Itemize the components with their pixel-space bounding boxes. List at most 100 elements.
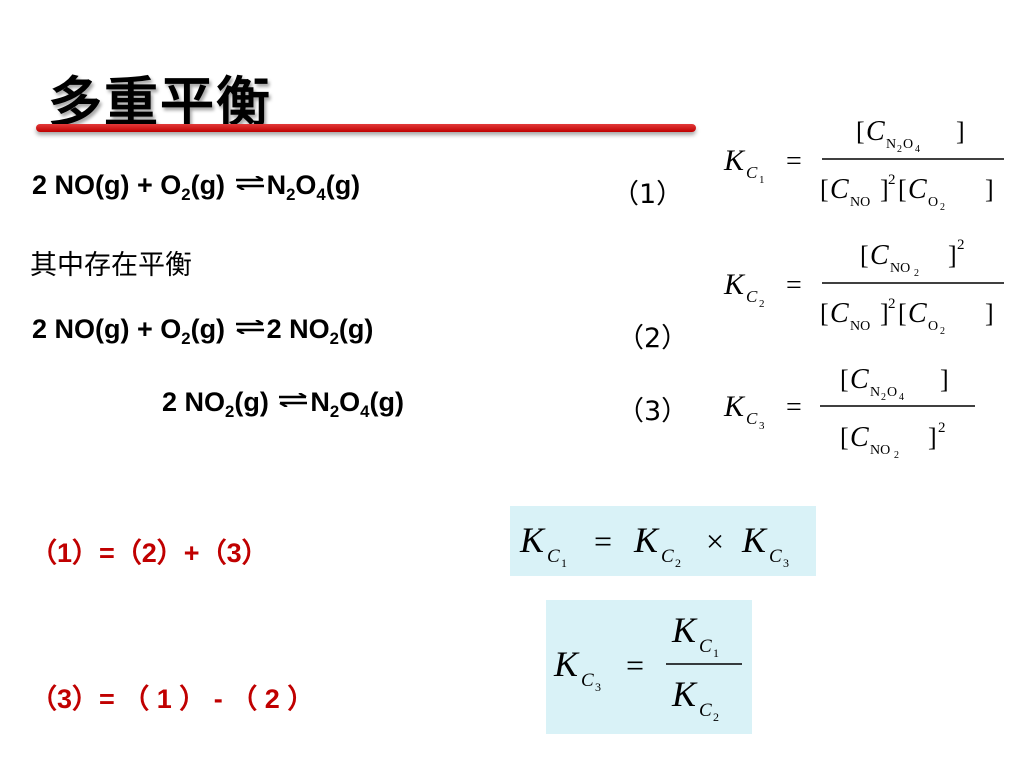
svg-text:C: C — [746, 287, 758, 306]
product-formula: K C 1 = K C 2 × K C 3 — [519, 520, 789, 570]
svg-text:]: ] — [985, 299, 994, 328]
svg-text:NO: NO — [850, 319, 870, 334]
svg-text:2: 2 — [914, 268, 919, 279]
svg-text:C: C — [850, 364, 869, 395]
svg-text:C: C — [908, 174, 927, 205]
svg-text:2: 2 — [888, 172, 896, 188]
svg-text:[: [ — [856, 117, 865, 146]
svg-text:4: 4 — [915, 144, 920, 155]
svg-text:]: ] — [956, 117, 965, 146]
svg-text:O: O — [928, 195, 938, 210]
svg-text:K: K — [723, 268, 746, 301]
svg-text:=: = — [786, 392, 802, 423]
svg-text:K: K — [671, 610, 698, 650]
svg-text:]: ] — [940, 365, 949, 394]
svg-text:2: 2 — [675, 556, 681, 570]
svg-text:C: C — [769, 546, 782, 567]
formula-kc1: K C 1 = [ C N 2 O 4 ] [ C NO ] 2 [ C O 2… — [723, 116, 1004, 213]
svg-text:]: ] — [985, 175, 994, 204]
relation-difference: （3）= （ 1 ） - （ 2 ） — [30, 684, 315, 714]
svg-text:C: C — [870, 240, 889, 271]
svg-text:]: ] — [948, 241, 957, 270]
svg-text:K: K — [723, 144, 746, 177]
svg-text:C: C — [699, 636, 712, 657]
formula-kc2: K C 2 = [ C NO 2 ] 2 [ C NO ] 2 [ C O 2 … — [723, 237, 1004, 337]
svg-text:C: C — [866, 116, 885, 147]
reaction-2: 2 NO(g) + O2(g) 2 NO2(g) — [32, 314, 374, 348]
svg-text:NO: NO — [870, 443, 890, 458]
equilibrium-arrow-icon — [235, 176, 265, 190]
equilibrium-arrow-icon — [235, 320, 265, 334]
svg-text:C: C — [830, 298, 849, 329]
svg-text:C: C — [850, 422, 869, 453]
svg-text:O: O — [887, 385, 897, 400]
quotient-formula-box: K C 3 = K C 1 K C 2 — [546, 600, 752, 734]
svg-text:K: K — [519, 520, 546, 560]
svg-text:[: [ — [840, 365, 849, 394]
svg-text:NO: NO — [890, 261, 910, 276]
svg-text:2: 2 — [940, 326, 945, 337]
svg-text:N: N — [886, 137, 896, 152]
svg-text:=: = — [786, 146, 802, 177]
svg-text:×: × — [706, 523, 724, 559]
product-formula-box: K C 1 = K C 2 × K C 3 — [510, 506, 816, 576]
svg-text:[: [ — [898, 175, 907, 204]
svg-text:NO: NO — [850, 195, 870, 210]
reaction-3-number: （3） — [617, 396, 689, 427]
svg-text:C: C — [908, 298, 927, 329]
svg-text:2: 2 — [938, 420, 946, 436]
svg-text:=: = — [626, 647, 644, 683]
svg-text:K: K — [671, 674, 698, 714]
svg-text:[: [ — [820, 299, 829, 328]
svg-text:K: K — [633, 520, 660, 560]
svg-text:C: C — [661, 546, 674, 567]
svg-text:C: C — [746, 163, 758, 182]
svg-text:=: = — [594, 523, 612, 559]
reaction-1-number: （1） — [612, 179, 684, 210]
svg-text:]: ] — [880, 299, 889, 328]
svg-text:]: ] — [928, 423, 937, 452]
svg-text:4: 4 — [899, 392, 904, 403]
relation-sum: （1）=（2）+（3） — [30, 538, 269, 568]
reaction-1: 2 NO(g) + O2(g) N2O4(g) — [32, 170, 361, 204]
svg-text:2: 2 — [894, 450, 899, 461]
svg-text:K: K — [553, 644, 580, 684]
reaction-3: 2 NO2(g) N2O4(g) — [162, 387, 404, 421]
svg-text:]: ] — [880, 175, 889, 204]
svg-text:K: K — [741, 520, 768, 560]
svg-text:2: 2 — [713, 710, 719, 724]
equilibrium-note: 其中存在平衡 — [30, 250, 192, 281]
svg-text:[: [ — [840, 423, 849, 452]
svg-text:=: = — [786, 270, 802, 301]
svg-text:3: 3 — [595, 680, 601, 694]
equilibrium-arrow-icon — [278, 393, 308, 407]
title-underline — [36, 124, 696, 132]
svg-text:O: O — [928, 319, 938, 334]
svg-text:K: K — [723, 390, 746, 423]
svg-text:1: 1 — [713, 646, 719, 660]
svg-text:[: [ — [820, 175, 829, 204]
reaction-2-number: （2） — [617, 323, 689, 354]
svg-text:3: 3 — [759, 420, 765, 432]
svg-text:2: 2 — [897, 144, 902, 155]
svg-text:1: 1 — [759, 174, 765, 186]
svg-text:O: O — [903, 137, 913, 152]
quotient-formula: K C 3 = K C 1 K C 2 — [553, 610, 742, 724]
svg-text:C: C — [830, 174, 849, 205]
svg-text:C: C — [581, 670, 594, 691]
page-title: 多重平衡 — [48, 71, 272, 134]
svg-text:[: [ — [898, 299, 907, 328]
svg-text:2: 2 — [888, 296, 896, 312]
formula-kc3: K C 3 = [ C N 2 O 4 ] [ C NO 2 ] 2 — [723, 364, 975, 461]
svg-text:2: 2 — [957, 237, 965, 253]
svg-text:1: 1 — [561, 556, 567, 570]
svg-text:C: C — [547, 546, 560, 567]
svg-text:C: C — [746, 409, 758, 428]
svg-text:C: C — [699, 700, 712, 721]
svg-text:2: 2 — [759, 298, 765, 310]
svg-text:3: 3 — [783, 556, 789, 570]
svg-text:[: [ — [860, 241, 869, 270]
svg-text:N: N — [870, 385, 880, 400]
svg-text:2: 2 — [940, 202, 945, 213]
svg-text:2: 2 — [881, 392, 886, 403]
